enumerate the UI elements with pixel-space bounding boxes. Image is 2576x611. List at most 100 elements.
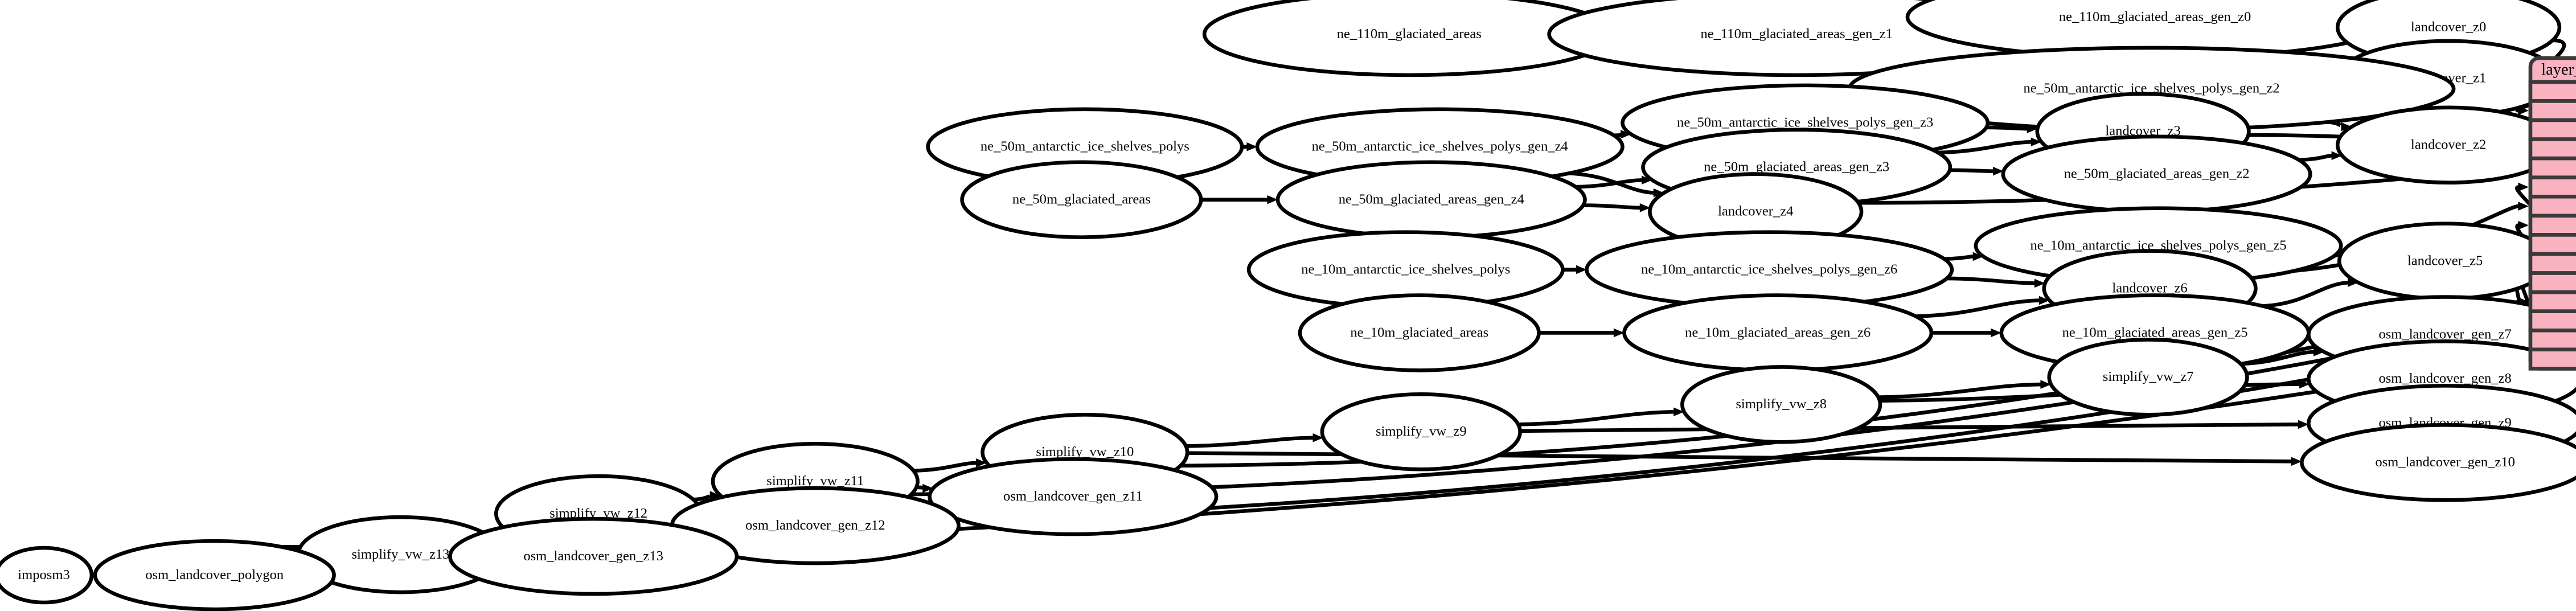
- graph-node-landcover_z2[interactable]: landcover_z2: [2335, 105, 2562, 184]
- graph-node-osm_landcover_gen_z13[interactable]: osm_landcover_gen_z13: [448, 516, 739, 596]
- node-shape: [2047, 338, 2249, 417]
- node-label: osm_landcover_gen_z7: [2378, 326, 2511, 342]
- edge-arrowhead: [1991, 328, 2001, 338]
- edge-ne_10m_glaciated_areas_gen_z6-to-landcover_z6: [1915, 298, 2040, 318]
- graph-node-ne_50m_glaciated_areas_gen_z2[interactable]: ne_50m_glaciated_areas_gen_z2: [2001, 134, 2312, 214]
- table-row[interactable]: [2528, 175, 2576, 199]
- node-label: osm_landcover_gen_z8: [2378, 371, 2511, 386]
- edge-ne_50m_glaciated_areas_gen_z3-to-ne_50m_glaciated_areas_gen_z2: [1950, 168, 1993, 173]
- graph-node-osm_landcover_gen_z11[interactable]: osm_landcover_gen_z11: [928, 457, 1219, 536]
- node-label: landcover_z2: [2411, 137, 2486, 153]
- node-label: ne_50m_glaciated_areas_gen_z2: [2064, 166, 2250, 182]
- node-label: ne_50m_antarctic_ice_shelves_polys: [981, 139, 1189, 154]
- graph-node-osm_landcover_gen_z10[interactable]: osm_landcover_gen_z10: [2300, 423, 2576, 502]
- node-label: ne_50m_antarctic_ice_shelves_polys_gen_z…: [1312, 139, 1568, 154]
- node-label: osm_landcover_gen_z13: [523, 548, 663, 564]
- edge-arrowhead: [2341, 122, 2352, 132]
- node-label: ne_50m_glaciated_areas_gen_z4: [1339, 192, 1524, 207]
- graph-node-ne_10m_glaciated_areas_gen_z6[interactable]: ne_10m_glaciated_areas_gen_z6: [1622, 293, 1934, 372]
- node-label: ne_10m_antarctic_ice_shelves_polys: [1301, 261, 1510, 277]
- edge-ne_10m_antarctic_ice_shelves_polys_gen_z6-to-landcover_z6: [1947, 276, 2035, 285]
- table-row[interactable]: [2528, 233, 2576, 256]
- table-row[interactable]: [2528, 80, 2576, 103]
- table-row[interactable]: [2528, 156, 2576, 180]
- edge-arrowhead: [1246, 142, 1258, 151]
- node-label: landcover_z6: [2112, 280, 2187, 296]
- layer-landcover-title: layer_landcover: [2541, 61, 2576, 79]
- edge-arrowhead: [2348, 278, 2358, 288]
- node-label: landcover_z4: [1718, 203, 1793, 219]
- node-label: landcover_z5: [2407, 253, 2483, 268]
- edge-simplify_vw_z10-to-simplify_vw_z9: [1186, 436, 1314, 448]
- table-row[interactable]: [2528, 118, 2576, 141]
- graph-node-osm_landcover_gen_z12[interactable]: osm_landcover_gen_z12: [670, 486, 961, 565]
- graph-node-osm_landcover_polygon[interactable]: osm_landcover_polygon: [93, 539, 336, 611]
- node-label: osm_landcover_gen_z11: [1003, 489, 1143, 504]
- edge-simplify_vw_z9-to-osm_landcover_gen_z9: [1520, 423, 2299, 433]
- node-label: simplify_vw_z11: [766, 473, 864, 489]
- node-shape: [448, 516, 739, 596]
- node-label: ne_10m_glaciated_areas_gen_z6: [1685, 325, 1871, 340]
- node-shape: [960, 160, 1203, 239]
- edge-arrowhead: [2040, 380, 2052, 389]
- node-shape: [93, 539, 336, 611]
- edge-arrowhead: [2518, 220, 2529, 230]
- table-row[interactable]: [2528, 99, 2576, 122]
- node-label: ne_50m_glaciated_areas_gen_z3: [1704, 159, 1889, 175]
- graph-node-ne_50m_glaciated_areas[interactable]: ne_50m_glaciated_areas: [960, 160, 1203, 239]
- node-label: simplify_vw_z10: [1036, 444, 1134, 460]
- node-shape: [2300, 423, 2576, 502]
- edge-arrowhead: [922, 483, 933, 493]
- edge-arrowhead: [1642, 175, 1652, 185]
- graph-node-ne_110m_glaciated_areas_gen_z0[interactable]: ne_110m_glaciated_areas_gen_z0: [1905, 0, 2405, 60]
- graph-node-ne_110m_glaciated_areas[interactable]: ne_110m_glaciated_areas: [1202, 0, 1616, 77]
- graph-node-simplify_vw_z7[interactable]: simplify_vw_z7: [2047, 338, 2249, 417]
- edge-ne_50m_glaciated_areas_gen_z4-to-landcover_z4: [1583, 203, 1640, 210]
- node-shape: [0, 546, 94, 605]
- table-row[interactable]: [2528, 214, 2576, 237]
- node-label: osm_landcover_polygon: [145, 567, 284, 583]
- edge-arrowhead: [1576, 265, 1587, 274]
- edge-arrowhead: [2314, 347, 2324, 356]
- edge-arrowhead: [1639, 203, 1651, 212]
- table-row[interactable]: [2528, 252, 2576, 275]
- node-label: ne_110m_glaciated_areas_gen_z0: [2059, 9, 2251, 24]
- graph-node-simplify_vw_z8[interactable]: simplify_vw_z8: [1680, 365, 1882, 444]
- edge-arrowhead: [1267, 195, 1278, 204]
- edge-ne_10m_antarctic_ice_shelves_polys_gen_z6-to-ne_10m_antarctic_ice_shelves_polys_gen_z5: [1944, 255, 1974, 261]
- edge-arrowhead: [1613, 328, 1625, 338]
- layer-landcover-table: layer_landcoverz0z1z2z3z4z5z6z7z8z9z10z1…: [2528, 56, 2576, 371]
- table-row[interactable]: [2528, 194, 2576, 218]
- node-label: ne_50m_antarctic_ice_shelves_polys_gen_z…: [1677, 115, 1933, 130]
- graph-node-imposm3[interactable]: imposm3: [0, 546, 94, 605]
- node-label: landcover_z0: [2411, 19, 2486, 35]
- node-shape: [1320, 392, 1522, 471]
- graph-node-simplify_vw_z9[interactable]: simplify_vw_z9: [1320, 392, 1522, 471]
- edge-arrowhead: [1673, 407, 1684, 417]
- node-label: imposm3: [18, 567, 69, 583]
- table-row[interactable]: [2528, 271, 2576, 294]
- node-label: ne_10m_glaciated_areas: [1350, 325, 1488, 340]
- edge-arrowhead: [976, 458, 987, 468]
- edge-ne_50m_glaciated_areas_gen_z3-to-landcover_z3: [1938, 140, 2032, 155]
- table-row[interactable]: [2528, 309, 2576, 333]
- edge-arrowhead: [2331, 151, 2343, 161]
- table-row[interactable]: [2528, 137, 2576, 161]
- node-shape: [928, 457, 1219, 536]
- graph-node-ne_50m_glaciated_areas_gen_z4[interactable]: ne_50m_glaciated_areas_gen_z4: [1275, 160, 1587, 239]
- node-shape: [1298, 293, 1541, 372]
- graph-node-landcover_z5[interactable]: landcover_z5: [2337, 222, 2553, 301]
- table-row[interactable]: [2528, 347, 2576, 371]
- graph-node-ne_10m_antarctic_ice_shelves_polys[interactable]: ne_10m_antarctic_ice_shelves_polys: [1246, 230, 1565, 309]
- node-label: ne_10m_glaciated_areas_gen_z5: [2062, 325, 2248, 340]
- node-label: ne_10m_antarctic_ice_shelves_polys_gen_z…: [1641, 261, 1897, 277]
- table-row[interactable]: [2528, 328, 2576, 352]
- node-label: simplify_vw_z7: [2103, 369, 2194, 384]
- table-row[interactable]: [2528, 290, 2576, 313]
- graph-node-ne_10m_glaciated_areas[interactable]: ne_10m_glaciated_areas: [1298, 293, 1541, 372]
- edge-arrowhead: [1620, 129, 1631, 139]
- edge-ne_10m_glaciated_areas_gen_z5-to-landcover_z5: [2263, 280, 2348, 308]
